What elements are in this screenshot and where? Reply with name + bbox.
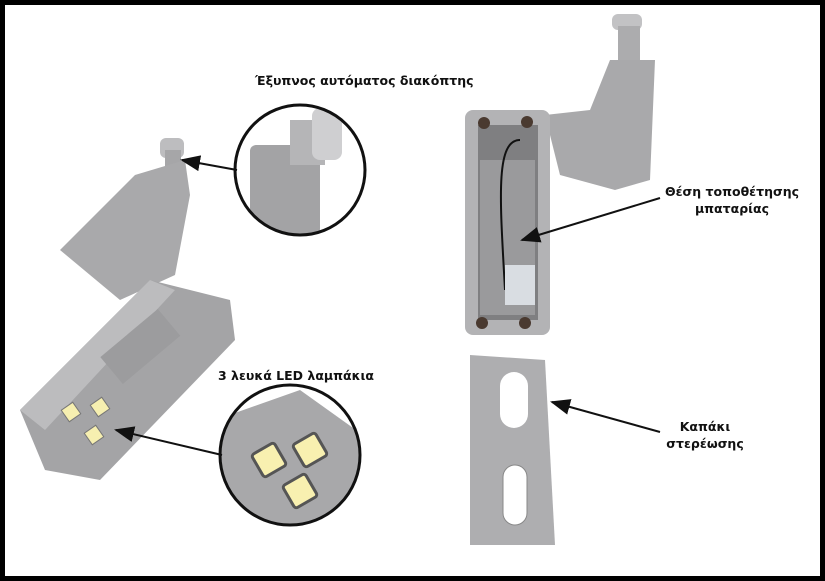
label-leds: 3 λευκά LED λαμπάκια: [218, 368, 374, 383]
label-cover-line1: Καπάκι: [679, 419, 731, 434]
hinge-right-open: [465, 14, 655, 335]
led-zoom-circle: [218, 383, 362, 527]
switch-zoom-circle: [233, 103, 367, 237]
hinge-left: [20, 138, 235, 480]
arrows: [114, 155, 661, 456]
label-cover-line2: στερέωσης: [666, 436, 744, 451]
label-battery-line2: μπαταρίας: [694, 201, 770, 216]
label-battery: Θέση τοποθέτησης μπαταρίας: [662, 183, 802, 217]
label-cover: Καπάκι στερέωσης: [650, 418, 760, 452]
label-smart-switch: Έξυπνος αυτόματος διακόπτης: [255, 73, 474, 88]
cover-plate: [470, 355, 555, 545]
label-battery-line1: Θέση τοποθέτησης: [664, 184, 800, 199]
